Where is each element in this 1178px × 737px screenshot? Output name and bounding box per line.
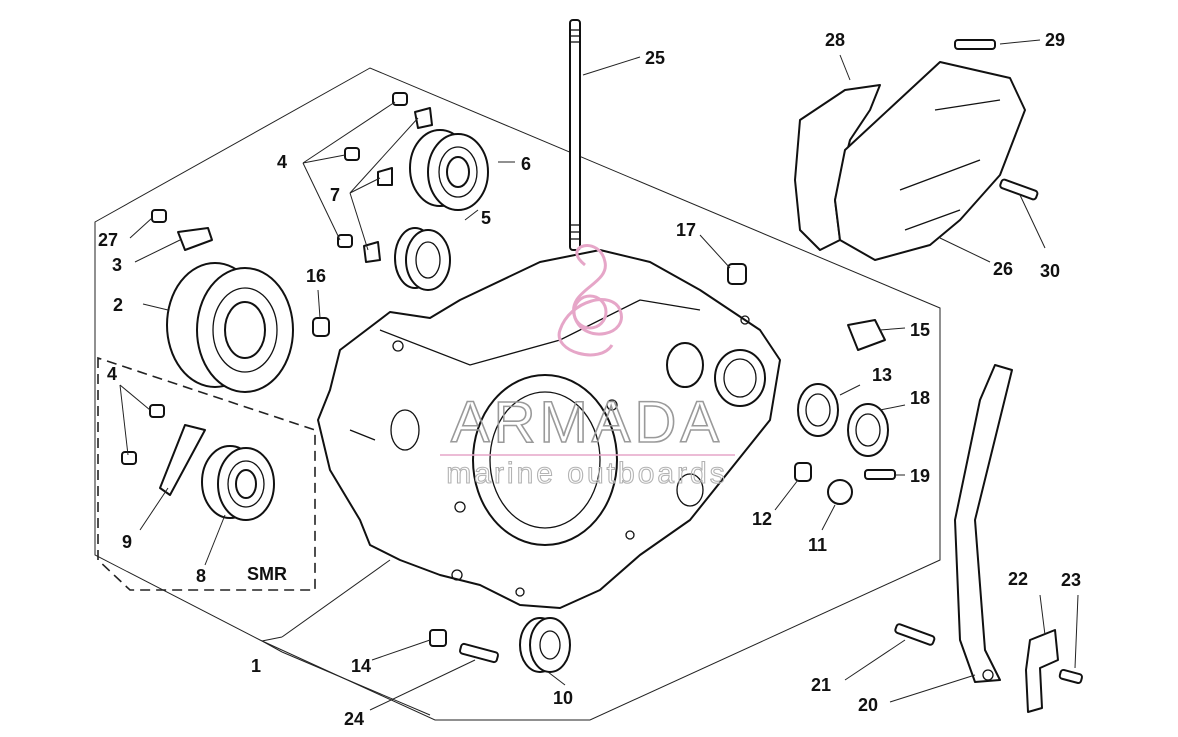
callout-30: 30	[1040, 261, 1060, 281]
chain-slider	[954, 364, 1013, 683]
watermark-brand: ARMADA	[451, 390, 723, 455]
callout-20: 20	[858, 695, 878, 715]
callout-7: 7	[330, 185, 340, 205]
smr-dashed-box	[97, 356, 316, 591]
callout-4-smr: 4	[107, 364, 117, 384]
callout-13: 13	[872, 365, 892, 385]
callout-5: 5	[481, 208, 491, 228]
crankcase-group-outline	[94, 67, 941, 721]
callout-19: 19	[910, 466, 930, 486]
callout-21: 21	[811, 675, 831, 695]
watermark-logo-icon	[557, 244, 623, 357]
callout-6: 6	[521, 154, 531, 174]
callout-27: 27	[98, 230, 118, 250]
bearing-5	[394, 227, 451, 291]
callout-15: 15	[910, 320, 930, 340]
bearing-10	[519, 617, 571, 673]
callout-17: 17	[676, 220, 696, 240]
callout-4-top: 4	[277, 152, 287, 172]
callout-2: 2	[113, 295, 123, 315]
watermark-tagline: marine outboards	[446, 457, 727, 490]
callout-22: 22	[1008, 569, 1028, 589]
callout-9: 9	[122, 532, 132, 552]
callout-18: 18	[910, 388, 930, 408]
main-bearing-2	[166, 262, 294, 393]
bracket-22	[1025, 629, 1059, 713]
callout-23: 23	[1061, 570, 1081, 590]
callout-8: 8	[196, 566, 206, 586]
bearing-8	[201, 445, 275, 521]
leader-lines	[119, 39, 1079, 711]
callout-12: 12	[752, 509, 772, 529]
callout-10: 10	[553, 688, 573, 708]
crankcase-half	[317, 249, 781, 609]
callout-14: 14	[351, 656, 371, 676]
callout-1-leader	[260, 636, 283, 653]
smr-label: SMR	[247, 564, 287, 584]
callout-labels: 1 2 3 4 4 5 6 7 8 9 10 11 12 13 14 15 16…	[98, 30, 1081, 729]
bearing-6	[409, 129, 489, 211]
callout-3: 3	[112, 255, 122, 275]
callout-26: 26	[993, 259, 1013, 279]
callout-1: 1	[251, 656, 261, 676]
callout-29: 29	[1045, 30, 1065, 50]
small-hardware	[121, 39, 1083, 685]
callout-16: 16	[306, 266, 326, 286]
chain-guard-plates	[794, 61, 1026, 261]
callout-24: 24	[344, 709, 364, 729]
callout-11: 11	[808, 535, 827, 555]
watermark: ARMADA marine outboards	[440, 244, 735, 491]
callout-28: 28	[825, 30, 845, 50]
cylinder-stud	[569, 19, 581, 251]
callout-25: 25	[645, 48, 665, 68]
